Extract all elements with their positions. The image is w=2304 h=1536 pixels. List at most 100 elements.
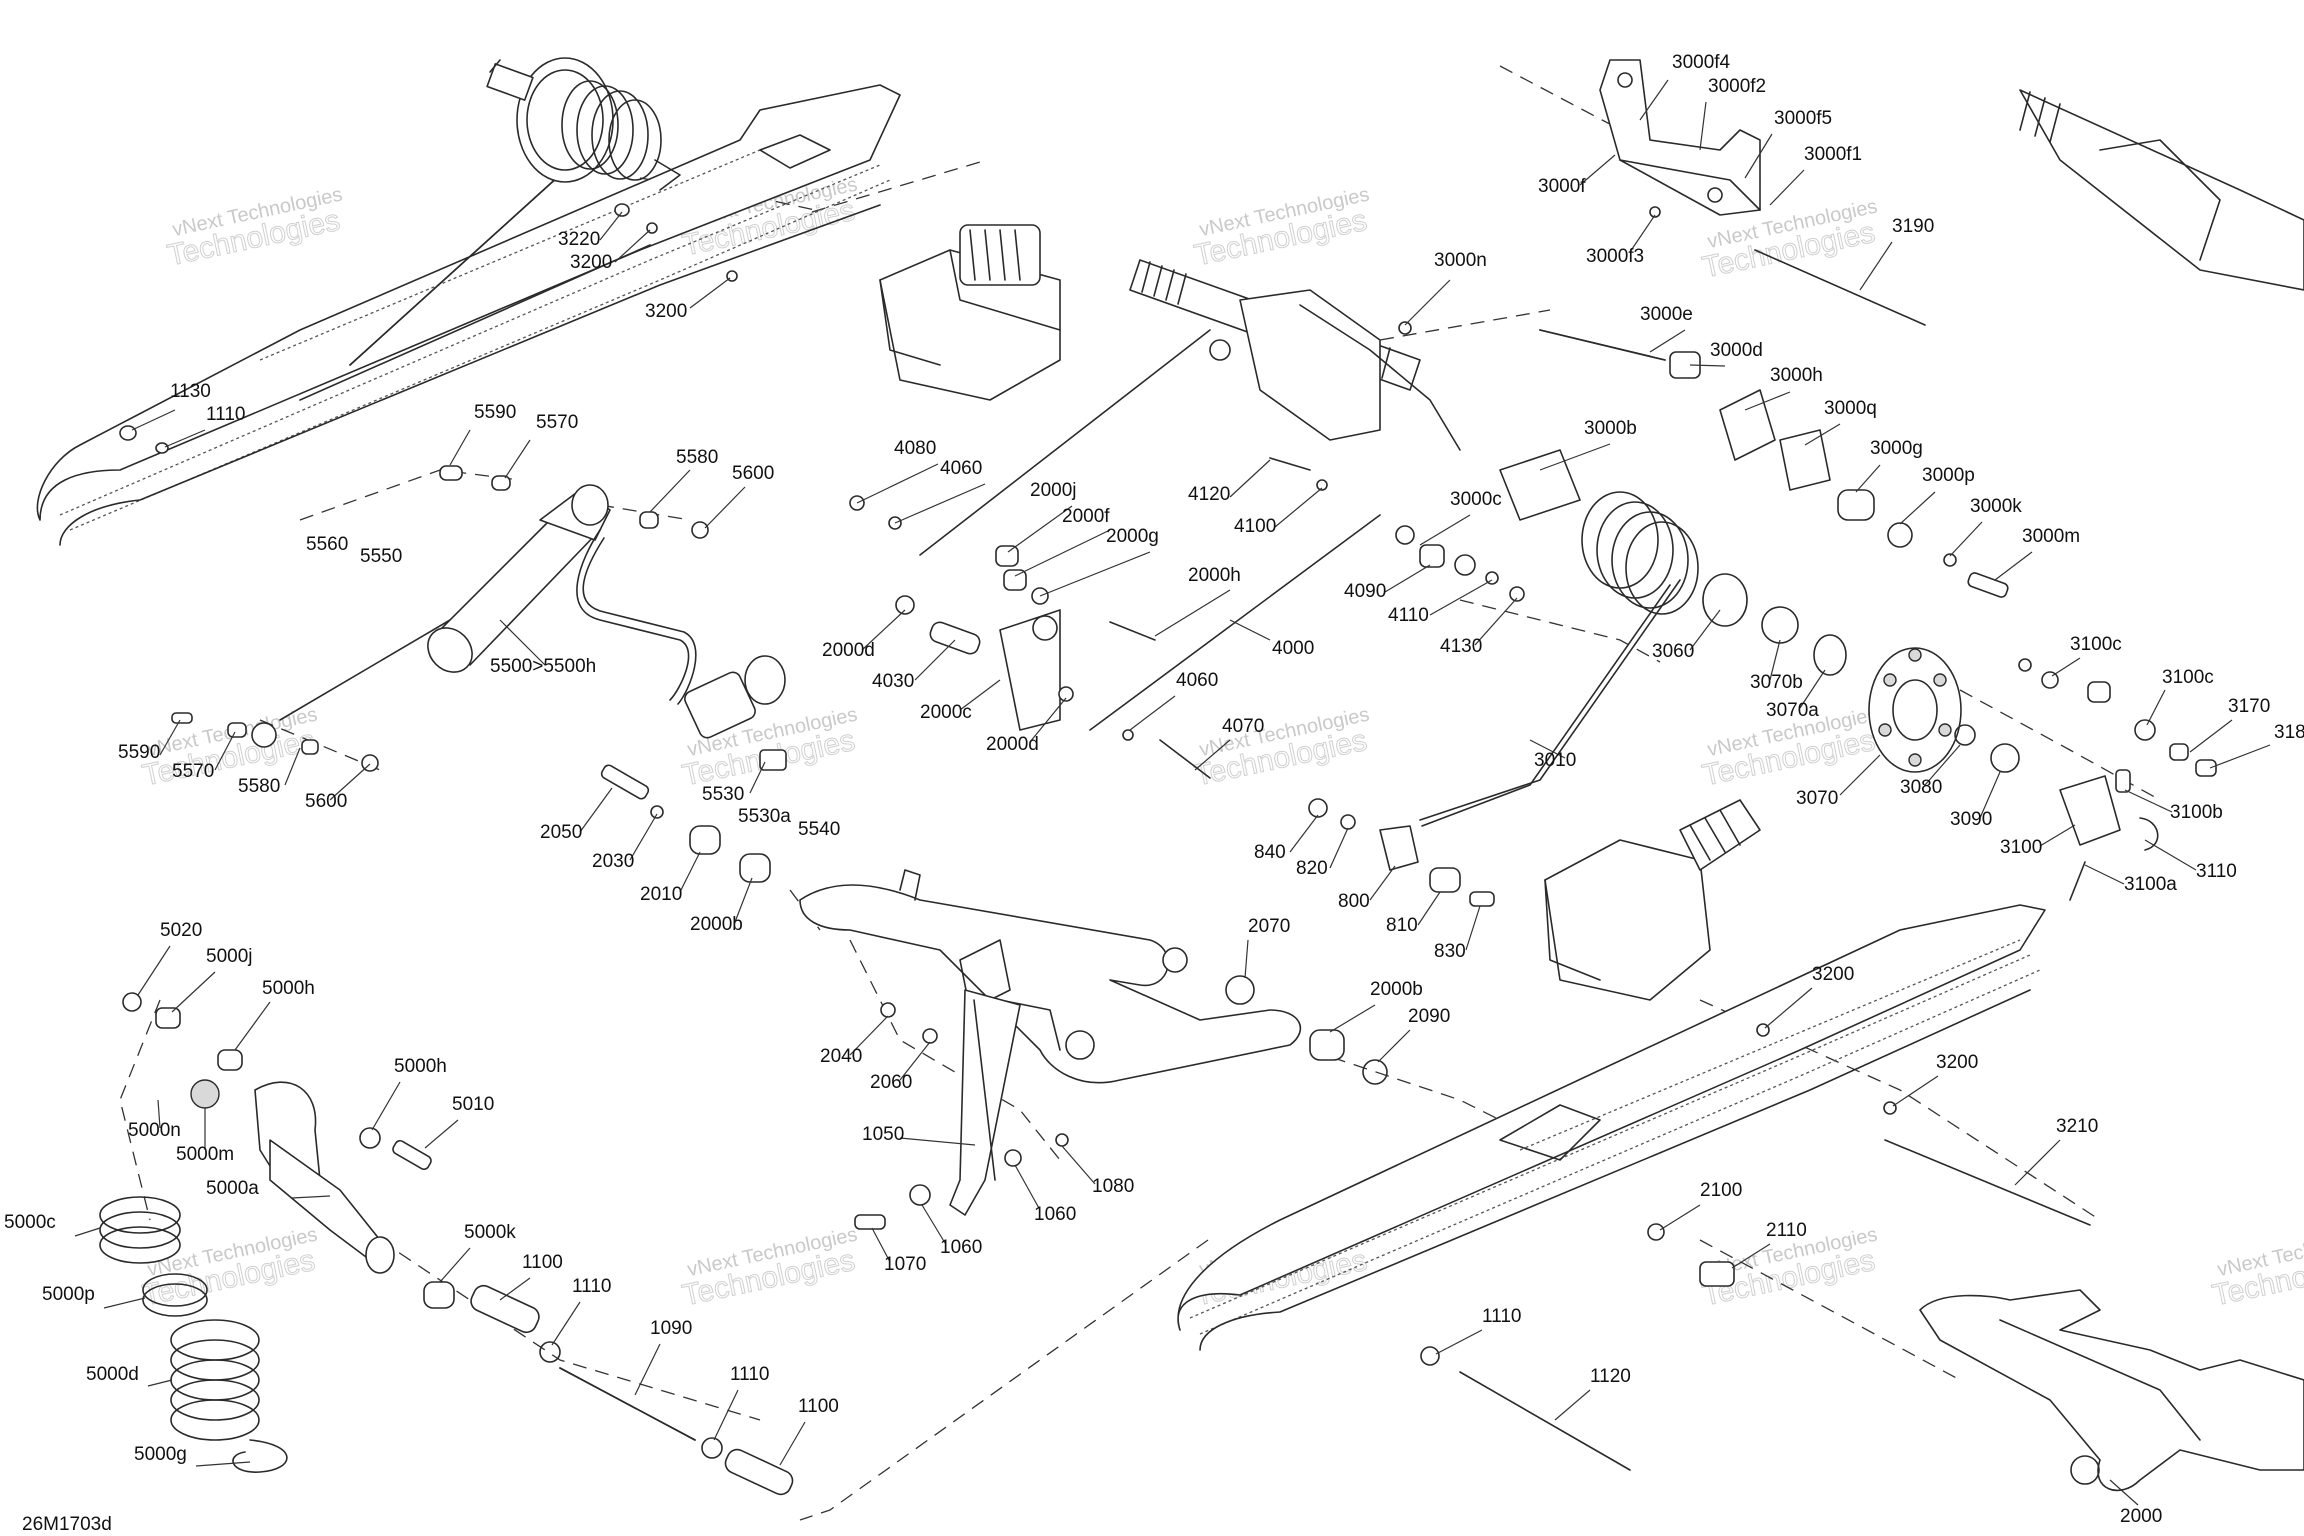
part-label-5000j: 5000j: [206, 946, 253, 967]
part-label-5590a: 5590: [474, 402, 516, 423]
part-label-2000d_a: 2000d: [822, 640, 875, 661]
part-label-2090: 2090: [1408, 1006, 1450, 1027]
diagram-code: 26M1703d: [22, 1514, 112, 1535]
part-label-5000m: 5000m: [176, 1144, 234, 1165]
sprocket-housing-right: [1544, 799, 1761, 1001]
part-label-3170: 3170: [2228, 696, 2270, 717]
part-label-3010: 3010: [1534, 750, 1576, 771]
part-label-3100c_a: 3100c: [2070, 634, 2122, 655]
part-label-800: 800: [1338, 891, 1370, 912]
part-label-3100a: 3100a: [2124, 874, 2177, 895]
part-label-2000c: 2000c: [920, 702, 972, 723]
idler-wheel-hardware: [1308, 798, 1495, 907]
leader-lines: [74, 79, 2271, 1506]
part-label-1090: 1090: [650, 1318, 692, 1339]
part-label-2000b_a: 2000b: [690, 914, 743, 935]
drive-sprocket-housing: [879, 224, 1061, 401]
part-label-5530: 5530: [702, 784, 744, 805]
part-label-4060b: 4060: [1176, 670, 1218, 691]
part-label-4000: 4000: [1272, 638, 1314, 659]
left-slide-rail: [36, 84, 901, 546]
part-label-1120: 1120: [1590, 1366, 1631, 1387]
left-torsion-spring-assembly: [119, 57, 738, 454]
front-shock-absorber: [99, 992, 794, 1496]
part-label-1100a: 1100: [522, 1252, 563, 1273]
part-label-2000: 2000: [2120, 1506, 2162, 1527]
part-label-3210: 3210: [2056, 1116, 2098, 1137]
part-label-1050: 1050: [862, 1124, 904, 1145]
part-label-3100: 3100: [2000, 837, 2042, 858]
part-label-4130: 4130: [1440, 636, 1482, 657]
part-label-5000d: 5000d: [86, 1364, 139, 1385]
part-label-3000f3: 3000f3: [1586, 246, 1644, 267]
part-label-3190: 3190: [1892, 216, 1934, 237]
part-label-3000h: 3000h: [1770, 365, 1823, 386]
part-label-4110: 4110: [1388, 605, 1429, 626]
part-label-2040: 2040: [820, 1046, 862, 1067]
part-label-5000p: 5000p: [42, 1284, 95, 1305]
part-label-1080: 1080: [1092, 1176, 1134, 1197]
right-slide-rail: [1177, 904, 2091, 1471]
part-label-810: 810: [1386, 915, 1418, 936]
part-label-2000d_b: 2000d: [986, 734, 1039, 755]
part-label-5000c: 5000c: [4, 1212, 56, 1233]
part-label-2050: 2050: [540, 822, 582, 843]
part-label-3000f1: 3000f1: [1804, 144, 1862, 165]
part-label-5590b: 5590: [118, 742, 160, 763]
idler-shaft-parts: [1419, 329, 2020, 827]
part-label-2010: 2010: [640, 884, 682, 905]
part-label-3000b: 3000b: [1584, 418, 1637, 439]
part-label-3000p: 3000p: [1922, 465, 1975, 486]
part-label-3000d: 3000d: [1710, 340, 1763, 361]
part-label-4090: 4090: [1344, 581, 1386, 602]
part-label-3070b: 3070b: [1750, 672, 1803, 693]
part-label-1100b: 1100: [798, 1396, 839, 1417]
part-label-5000g: 5000g: [134, 1444, 187, 1465]
idler-bracket: [2018, 658, 2217, 901]
part-label-5570a: 5570: [536, 412, 578, 433]
part-label-3200a: 3200: [570, 252, 612, 273]
part-label-1110b: 1110: [572, 1276, 611, 1297]
part-label-2100: 2100: [1700, 1180, 1742, 1201]
part-label-1130: 1130: [170, 381, 211, 402]
part-label-2070: 2070: [1248, 916, 1290, 937]
part-label-4060a: 4060: [940, 458, 982, 479]
rear-arm: [1919, 1289, 2304, 1492]
part-label-1070: 1070: [884, 1254, 926, 1275]
part-label-3110: 3110: [2196, 861, 2237, 882]
part-label-4030: 4030: [872, 671, 914, 692]
part-label-5500: 5500>5500h: [490, 656, 596, 677]
part-label-2000j: 2000j: [1030, 480, 1077, 501]
part-label-2060: 2060: [870, 1072, 912, 1093]
part-label-4080: 4080: [894, 438, 936, 459]
part-label-5010: 5010: [452, 1094, 494, 1115]
shock-mount-bracket: [1599, 59, 1926, 326]
part-label-3000e: 3000e: [1640, 304, 1693, 325]
part-label-5000n: 5000n: [128, 1120, 181, 1141]
part-label-2000g: 2000g: [1106, 526, 1159, 547]
part-label-820: 820: [1296, 858, 1328, 879]
part-label-4100: 4100: [1234, 516, 1276, 537]
part-label-1110d: 1110: [1482, 1306, 1521, 1327]
part-label-1060a: 1060: [1034, 1204, 1076, 1225]
part-label-1060b: 1060: [940, 1237, 982, 1258]
part-label-3080: 3080: [1900, 777, 1942, 798]
part-label-5600a: 5600: [732, 463, 774, 484]
part-label-5560: 5560: [306, 534, 348, 555]
part-label-5020: 5020: [160, 920, 202, 941]
part-label-3200b: 3200: [645, 301, 687, 322]
front-arm: [600, 764, 1388, 1230]
part-label-3060: 3060: [1652, 641, 1694, 662]
part-label-3070: 3070: [1796, 788, 1838, 809]
part-label-3200c: 3200: [1812, 964, 1854, 985]
part-label-1110a: 1110: [206, 404, 245, 425]
part-label-5530a: 5530a: [738, 806, 791, 827]
rear-axle-assembly: [2019, 89, 2304, 291]
part-label-5540: 5540: [798, 819, 840, 840]
torque-arm-links: [849, 329, 1525, 779]
